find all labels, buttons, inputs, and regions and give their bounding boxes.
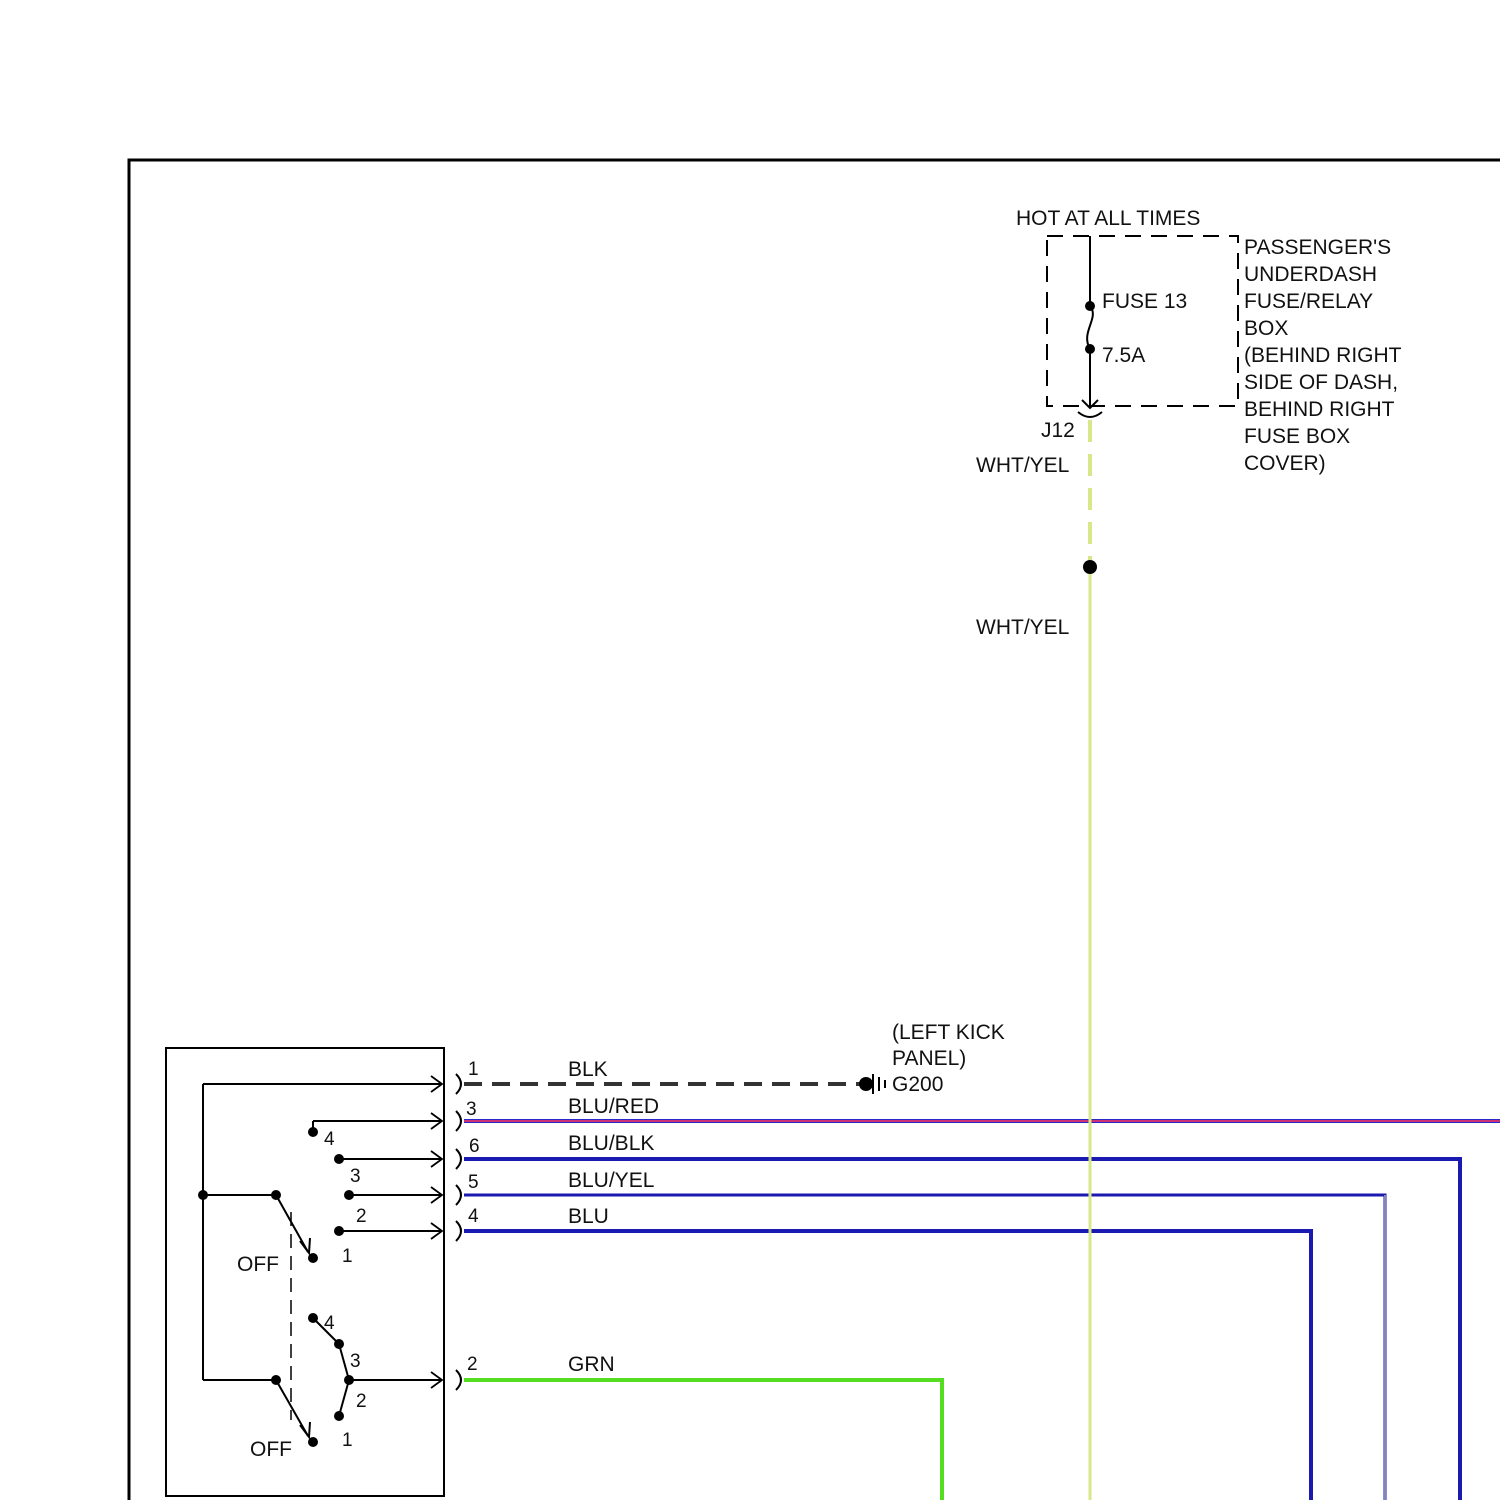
ground-location-label: (LEFT KICK [892,1021,1005,1044]
selector-switch: 4 3 2 1 OFF 4 3 2 1 OFF [166,1048,444,1496]
wire-grn [464,1380,942,1500]
box-label-line: BOX [1244,317,1288,340]
switch-lower-pos-label: 4 [324,1313,335,1334]
box-label-line: SIDE OF DASH, [1244,371,1398,394]
switch-upper-pos-label: 2 [356,1206,367,1227]
switch-lower-pos-label: 2 [356,1391,367,1412]
wire-label: BLU [568,1205,609,1228]
wht-yel-feed-wire: WHT/YEL WHT/YEL [976,420,1097,1500]
j12-connector [1078,412,1102,417]
connector-j12-label: J12 [1041,419,1075,442]
box-label-line: (BEHIND RIGHT [1244,344,1402,367]
switch-upper-pos-label: 1 [342,1246,353,1267]
wire-label-wht-yel-upper: WHT/YEL [976,454,1069,477]
box-label-line: FUSE BOX [1244,425,1350,448]
wire-label: BLU/YEL [568,1169,654,1192]
wire-label-wht-yel-lower: WHT/YEL [976,616,1069,639]
switch-upper-pos-label: 3 [350,1166,361,1187]
pin-number: 4 [468,1206,479,1227]
splice-point [1083,560,1097,574]
fuse-rating-label: 7.5A [1102,344,1145,367]
pin-number: 6 [469,1136,480,1157]
pin-number: 5 [468,1172,479,1193]
wire-blu-yel [464,1195,1385,1500]
ground-location-label: PANEL) [892,1047,966,1070]
box-label-line: FUSE/RELAY [1244,290,1373,313]
switch-lower-pos-label: 3 [350,1351,361,1372]
fuse-box-outline [1047,236,1238,406]
box-label-line: COVER) [1244,452,1326,475]
switch-lower-off-label: OFF [250,1438,292,1461]
box-label-line: UNDERDASH [1244,263,1377,286]
ground-point [859,1077,873,1091]
wire-label: BLK [568,1058,608,1081]
switch-upper-pos-label: 4 [324,1129,335,1150]
ground-name-label: G200 [892,1073,943,1096]
box-label-line: PASSENGER'S [1244,236,1391,259]
fuse-name-label: FUSE 13 [1102,290,1187,313]
wire-label: GRN [568,1353,615,1376]
pin-number: 1 [468,1059,479,1080]
box-label-line: BEHIND RIGHT [1244,398,1395,421]
switch-upper-off-label: OFF [237,1253,279,1276]
fuse-relay-box: HOT AT ALL TIMES FUSE 13 7.5A J12 PASSEN… [1016,207,1402,475]
wire-blk [464,1074,885,1094]
wire-label: BLU/BLK [568,1132,654,1155]
pin-number: 3 [466,1099,477,1120]
switch-lower-pos-label: 1 [342,1430,353,1451]
wire-label: BLU/RED [568,1095,659,1118]
hot-at-all-times-label: HOT AT ALL TIMES [1016,207,1200,230]
fuse-symbol [1087,306,1093,349]
pin-number: 2 [467,1354,478,1375]
connector-terminals [456,1074,461,1390]
